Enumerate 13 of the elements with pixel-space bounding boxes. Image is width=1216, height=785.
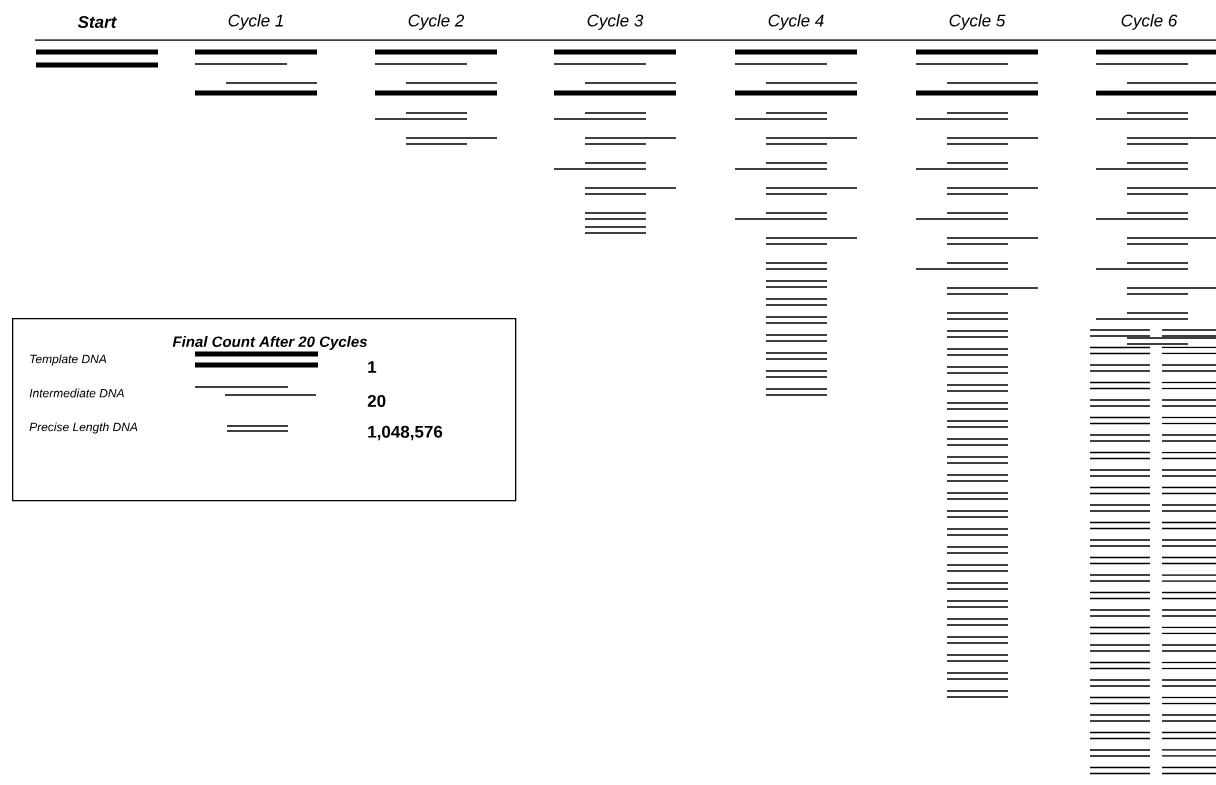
- column-heading: Start: [77, 15, 117, 28]
- column-heading: Cycle 1: [228, 14, 283, 30]
- column-heading: Cycle 2: [408, 14, 465, 30]
- column-heading: Cycle 6: [1121, 14, 1178, 30]
- column-heading: Cycle 3: [587, 14, 644, 30]
- legend-label: Template DNA: [30, 354, 107, 366]
- count-value: 1: [368, 361, 377, 373]
- count-value: 20: [367, 395, 386, 407]
- legend-label: Intermediate DNA: [29, 388, 124, 398]
- count-value: 1,048,576: [368, 425, 443, 441]
- column-heading: Cycle 4: [768, 14, 824, 30]
- column-heading: Cycle 5: [949, 14, 1006, 30]
- legend-label: Precise Length DNA: [29, 422, 138, 434]
